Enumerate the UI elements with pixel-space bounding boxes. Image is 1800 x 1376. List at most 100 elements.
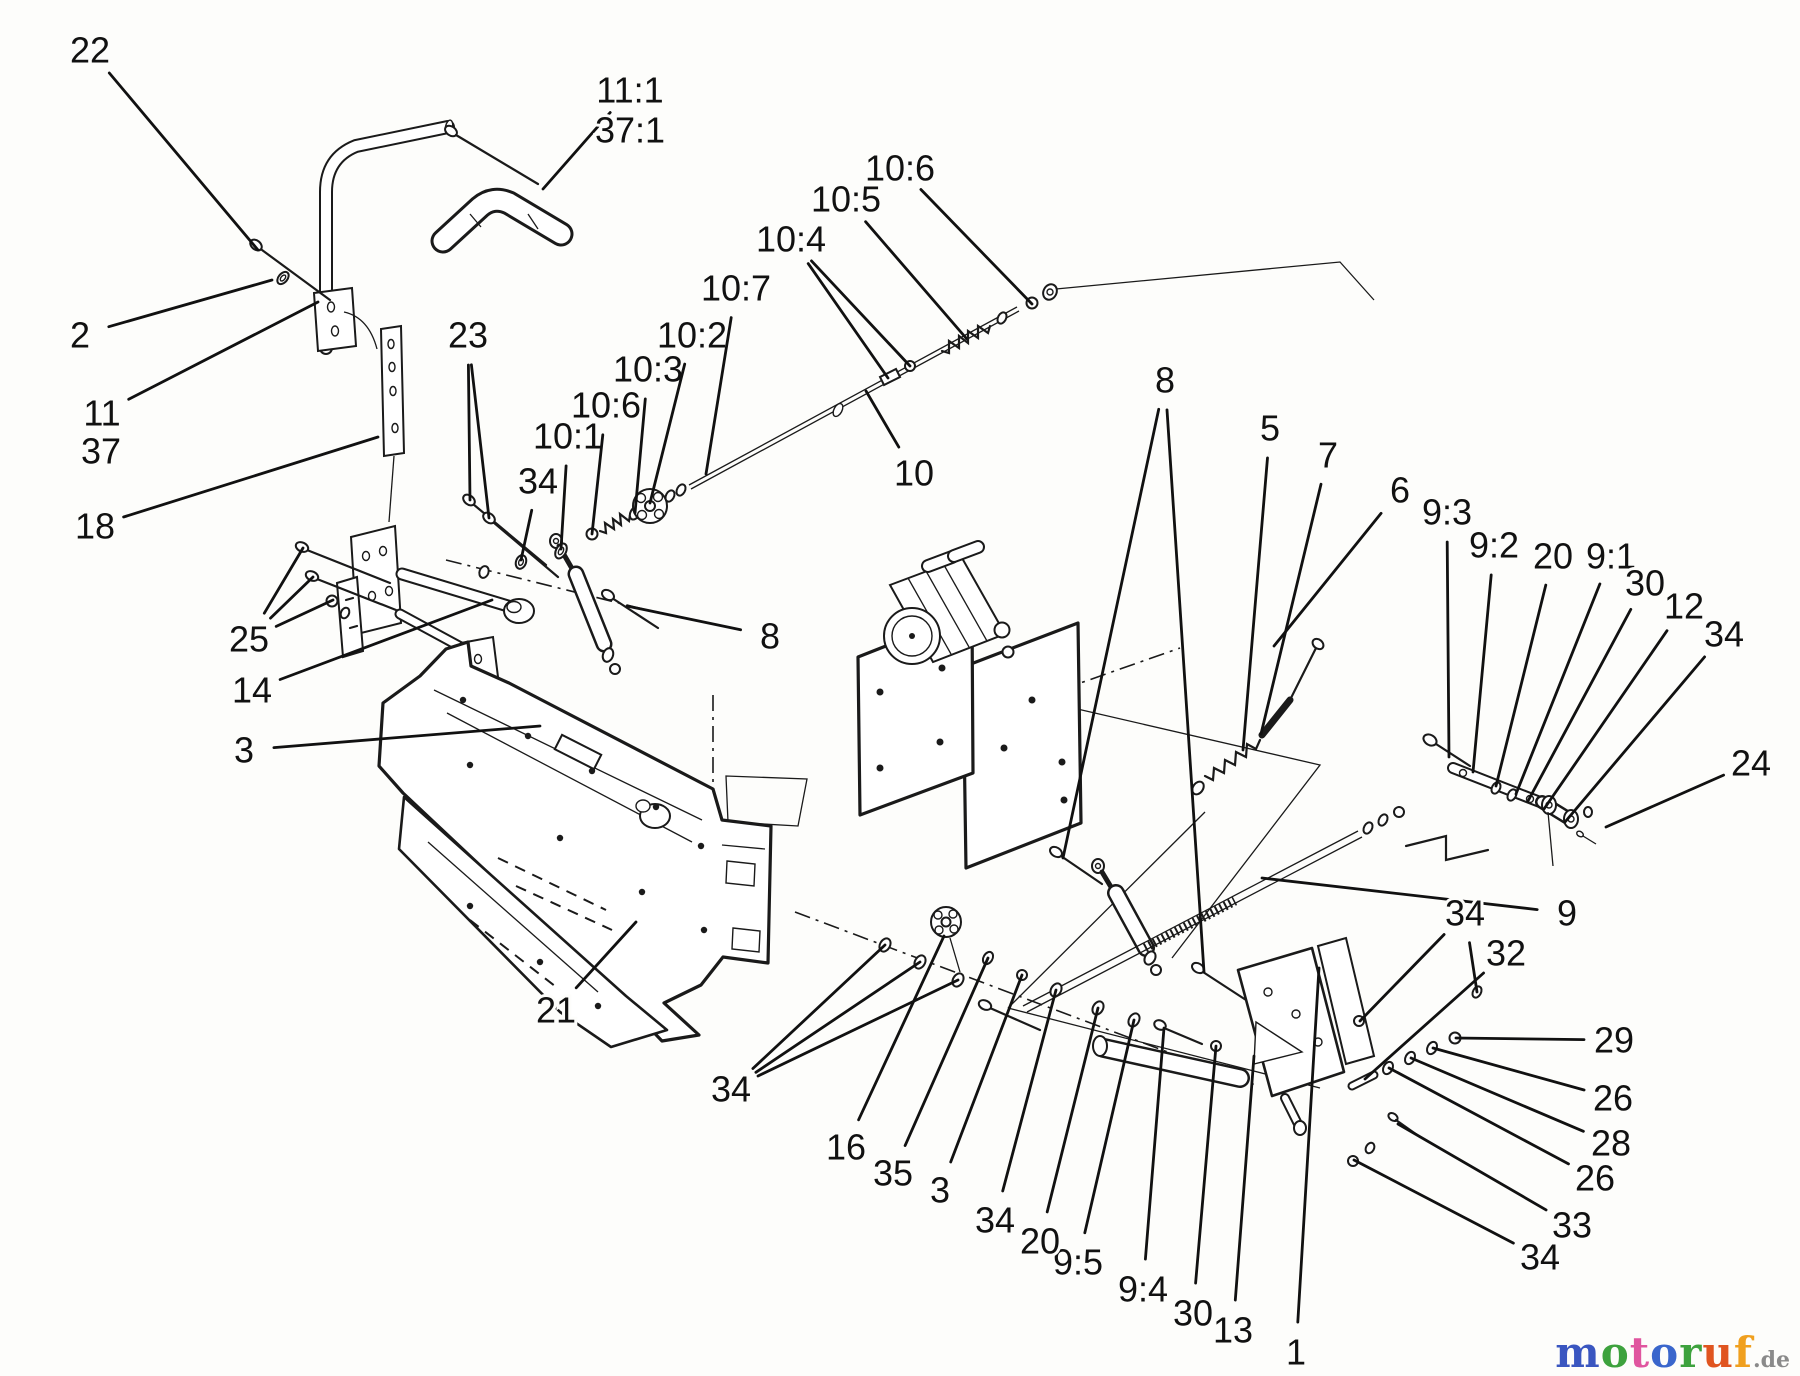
part-number-label: 10 xyxy=(894,453,934,494)
diagram-line xyxy=(344,596,355,602)
nut xyxy=(1150,964,1162,976)
diagram-line xyxy=(391,422,399,434)
callout-5: 5 xyxy=(1241,405,1283,752)
watermark-letter: r xyxy=(1679,1328,1703,1376)
leader-line xyxy=(1001,988,1058,1193)
damper-assembly-left xyxy=(549,533,660,675)
callout-25: 25 xyxy=(226,546,335,663)
callout-11:1: 11:1 xyxy=(541,67,667,191)
part-number-label: 11:1 xyxy=(596,70,663,111)
callout-9:2: 9:2 xyxy=(1466,522,1522,774)
part-number-label: 10:6 xyxy=(865,148,935,189)
washer xyxy=(601,647,615,663)
part-number-label: 9:4 xyxy=(1118,1269,1168,1310)
diagram-line xyxy=(1201,970,1248,1002)
spring-rod-assembly xyxy=(1191,637,1325,796)
leader-line xyxy=(1352,1158,1515,1245)
callout-3: 3 xyxy=(927,973,1024,1214)
leader-line xyxy=(274,598,335,628)
callout-10:5: 10:5 xyxy=(808,176,968,340)
watermark-letter: t xyxy=(1629,1328,1651,1376)
leader-line xyxy=(107,71,260,252)
diagram-line xyxy=(1058,758,1066,766)
leader-line xyxy=(919,188,1034,306)
diagram-line xyxy=(330,325,340,337)
callout-30: 30 xyxy=(1170,1044,1218,1337)
leader-line xyxy=(756,978,960,1078)
diagram-line xyxy=(1046,288,1054,296)
washer xyxy=(478,565,490,579)
callout-34: 34 xyxy=(708,943,960,1113)
callout-9: 9 xyxy=(1260,876,1580,937)
diagram-line xyxy=(1000,744,1008,752)
leader-line xyxy=(806,262,890,380)
diagram-line xyxy=(943,564,988,642)
pump-assembly xyxy=(856,540,1083,870)
diagram-line xyxy=(1458,768,1468,778)
part-number-label: 20 xyxy=(1533,536,1573,577)
part-number-label: 5 xyxy=(1260,408,1280,449)
part-number-label: 20 xyxy=(1020,1221,1060,1262)
spring xyxy=(940,323,992,355)
clevis-pin xyxy=(1583,806,1593,818)
part-number-label: 32 xyxy=(1486,933,1526,974)
part-number-label: 8 xyxy=(760,616,780,657)
upper-link-bar xyxy=(379,324,406,523)
part-number-label: 16 xyxy=(826,1127,866,1168)
diagram-line xyxy=(697,842,705,850)
part-number-label: 28 xyxy=(1591,1123,1631,1164)
callout-22: 22 xyxy=(67,27,260,252)
part-number-label: 35 xyxy=(873,1153,913,1194)
callout-8: 8 xyxy=(625,604,783,660)
leader-line xyxy=(1358,933,1446,1023)
gusset xyxy=(1253,1020,1304,1065)
diagram-line xyxy=(1022,830,1359,1007)
leader-line xyxy=(107,278,274,329)
leader-line xyxy=(903,956,990,1147)
part-number-label: 1 xyxy=(1286,1332,1306,1373)
diagram-line xyxy=(387,338,395,350)
callout-10: 10 xyxy=(864,389,937,497)
leader-line xyxy=(1494,583,1548,788)
part-number-label: 10:5 xyxy=(811,179,881,220)
diagram-line xyxy=(1263,987,1273,997)
watermark-letter: m xyxy=(1555,1328,1601,1376)
threaded-section xyxy=(1142,897,1238,952)
leader-line xyxy=(1396,1122,1548,1212)
part-number-label: 23 xyxy=(448,315,488,356)
leader-line xyxy=(810,259,912,368)
part-number-label: 33 xyxy=(1552,1205,1592,1246)
diagram-line xyxy=(348,624,359,630)
diagram-line xyxy=(466,902,474,910)
callout-14: 14 xyxy=(229,598,494,714)
callout-26: 26 xyxy=(1431,1046,1636,1122)
leader-line xyxy=(1514,582,1602,796)
leader-line xyxy=(590,433,605,536)
diagram-line xyxy=(949,924,959,934)
diagram-line xyxy=(378,545,388,557)
part-number-label: 13 xyxy=(1213,1310,1253,1351)
channel-slot xyxy=(731,927,761,953)
diagram-line xyxy=(876,688,884,696)
part-number-label: 34 xyxy=(518,461,558,502)
diagram-line xyxy=(552,537,560,545)
callout-7: 7 xyxy=(1259,432,1341,736)
diagram-line xyxy=(305,548,392,585)
part-number-label: 12 xyxy=(1664,586,1704,627)
leader-line xyxy=(949,973,1024,1164)
callout-9:3: 9:3 xyxy=(1419,489,1475,759)
diagram-line xyxy=(506,600,522,614)
rod-tip xyxy=(1311,637,1325,651)
watermark-letter: o xyxy=(1650,1328,1680,1376)
nut xyxy=(609,663,621,675)
watermark-letter: u xyxy=(1702,1328,1734,1376)
callout-1: 1 xyxy=(1283,966,1321,1376)
diagram-line xyxy=(389,385,397,397)
washer xyxy=(339,606,351,620)
part-number-label: 11 xyxy=(83,393,120,434)
part-number-label: 34 xyxy=(1704,614,1744,655)
diagram-line xyxy=(388,361,396,373)
plate-step-edge xyxy=(1404,834,1490,862)
callout-10:2: 10:2 xyxy=(648,312,730,505)
leader-line xyxy=(704,316,733,476)
